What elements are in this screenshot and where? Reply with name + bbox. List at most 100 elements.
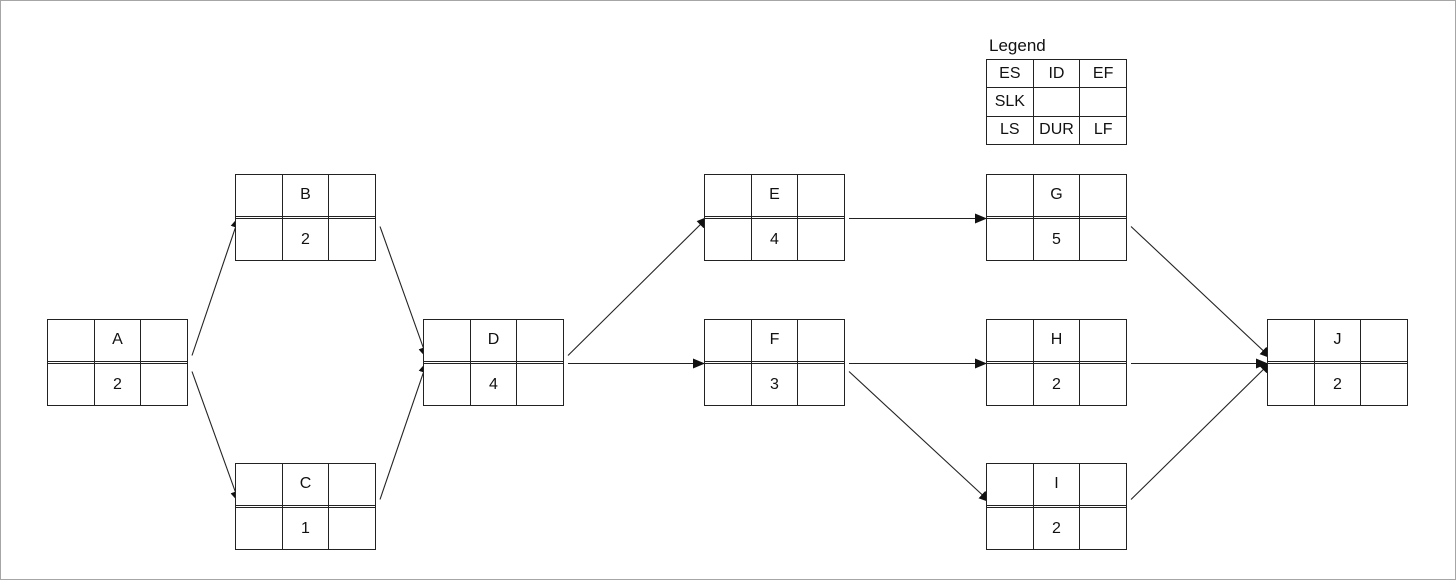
- es-cell: [704, 319, 752, 362]
- activity-node-d: D 4: [423, 319, 564, 406]
- ef-cell: [1079, 174, 1127, 217]
- arrow-g-to-j: [1130, 226, 1272, 359]
- ef-cell: [328, 463, 376, 506]
- duration: 2: [93, 363, 142, 406]
- ef-cell: [797, 319, 845, 362]
- legend-es: ES: [986, 58, 1034, 89]
- legend-grid: ES ID EF SLK LS DUR LF: [986, 58, 1127, 146]
- empty-cell: [516, 360, 564, 365]
- lf-cell: [1079, 363, 1127, 406]
- legend-slk: SLK: [986, 87, 1034, 117]
- lf-cell: [1079, 507, 1127, 550]
- duration: 3: [750, 363, 799, 406]
- es-cell: [704, 174, 752, 217]
- lf-cell: [1360, 363, 1408, 406]
- empty-cell: [1079, 215, 1127, 220]
- lf-cell: [516, 363, 564, 406]
- ef-cell: [328, 174, 376, 217]
- activity-id: I: [1032, 463, 1081, 506]
- empty-cell: [1360, 360, 1408, 365]
- es-cell: [235, 174, 283, 217]
- legend-id: ID: [1032, 58, 1081, 89]
- es-cell: [47, 319, 95, 362]
- es-cell: [235, 463, 283, 506]
- legend-cell-empty: [1079, 87, 1127, 117]
- empty-cell: [797, 360, 845, 365]
- arrow-b-to-d: [379, 226, 429, 359]
- es-cell: [986, 463, 1034, 506]
- legend-ef: EF: [1079, 58, 1127, 89]
- ls-cell: [235, 507, 283, 550]
- activity-id: J: [1313, 319, 1362, 362]
- activity-id: G: [1032, 174, 1081, 217]
- empty-cell: [328, 504, 376, 509]
- activity-id: A: [93, 319, 142, 362]
- es-cell: [986, 174, 1034, 217]
- legend-lf: LF: [1079, 115, 1127, 146]
- legend: Legend ES ID EF SLK LS DUR LF: [986, 35, 1127, 146]
- activity-id: B: [281, 174, 330, 217]
- ef-cell: [797, 174, 845, 217]
- activity-node-c: C 1: [235, 463, 376, 550]
- empty-cell: [140, 360, 188, 365]
- arrow-d-to-e: [567, 216, 709, 356]
- legend-ls: LS: [986, 115, 1034, 146]
- activity-node-g: G 5: [986, 174, 1127, 261]
- lf-cell: [328, 218, 376, 261]
- legend-dur: DUR: [1032, 115, 1081, 146]
- activity-node-i: I 2: [986, 463, 1127, 550]
- ls-cell: [47, 363, 95, 406]
- ls-cell: [704, 363, 752, 406]
- legend-title: Legend: [989, 36, 1046, 55]
- ef-cell: [1079, 319, 1127, 362]
- empty-cell: [797, 215, 845, 220]
- lf-cell: [1079, 218, 1127, 261]
- ls-cell: [1267, 363, 1315, 406]
- activity-id: E: [750, 174, 799, 217]
- ef-cell: [1360, 319, 1408, 362]
- arrow-c-to-d: [379, 361, 429, 500]
- duration: 2: [1032, 507, 1081, 550]
- lf-cell: [797, 218, 845, 261]
- activity-node-h: H 2: [986, 319, 1127, 406]
- activity-id: C: [281, 463, 330, 506]
- activity-id: H: [1032, 319, 1081, 362]
- duration: 1: [281, 507, 330, 550]
- activity-node-a: A 2: [47, 319, 188, 406]
- lf-cell: [140, 363, 188, 406]
- activity-node-e: E 4: [704, 174, 845, 261]
- ls-cell: [704, 218, 752, 261]
- arrow-i-to-j: [1130, 361, 1272, 500]
- es-cell: [986, 319, 1034, 362]
- activity-id: D: [469, 319, 518, 362]
- ef-cell: [516, 319, 564, 362]
- ls-cell: [986, 507, 1034, 550]
- slack-cell: [704, 215, 752, 220]
- activity-node-j: J 2: [1267, 319, 1408, 406]
- es-cell: [423, 319, 471, 362]
- empty-cell: [1079, 360, 1127, 365]
- empty-cell: [328, 215, 376, 220]
- duration: 5: [1032, 218, 1081, 261]
- duration: 2: [1032, 363, 1081, 406]
- activity-node-b: B 2: [235, 174, 376, 261]
- empty-cell: [1079, 504, 1127, 509]
- ls-cell: [986, 218, 1034, 261]
- ef-cell: [140, 319, 188, 362]
- es-cell: [1267, 319, 1315, 362]
- ef-cell: [1079, 463, 1127, 506]
- arrow-a-to-b: [191, 216, 241, 356]
- duration: 4: [750, 218, 799, 261]
- ls-cell: [986, 363, 1034, 406]
- lf-cell: [797, 363, 845, 406]
- legend-cell-empty: [1032, 87, 1081, 117]
- slack-cell: [704, 360, 752, 365]
- ls-cell: [423, 363, 471, 406]
- activity-node-f: F 3: [704, 319, 845, 406]
- arrow-f-to-i: [848, 371, 991, 503]
- arrow-a-to-c: [191, 371, 240, 503]
- duration: 2: [1313, 363, 1362, 406]
- duration: 2: [281, 218, 330, 261]
